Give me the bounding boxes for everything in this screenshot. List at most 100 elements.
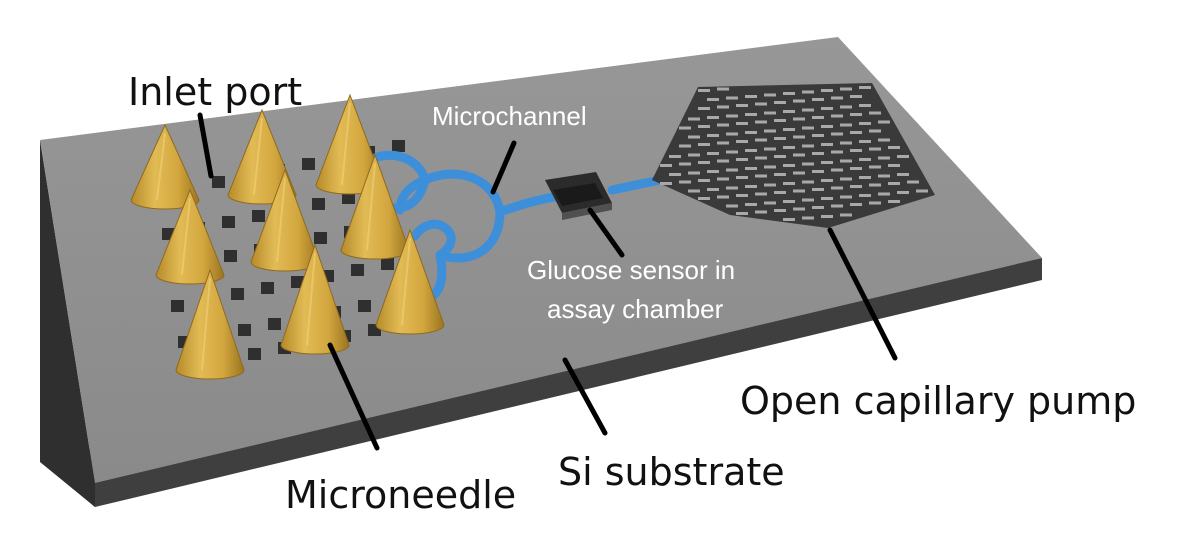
microchannel-to-pump <box>607 175 665 195</box>
pump-ridge <box>688 189 700 193</box>
microneedle <box>155 188 225 285</box>
pump-ridge <box>793 171 805 175</box>
pump-ridge <box>736 122 748 125</box>
leader-microchannel <box>490 140 517 195</box>
pump-ridge <box>736 176 748 179</box>
pump-ridge <box>812 116 824 119</box>
pump-ridge <box>679 162 691 166</box>
pump-ridge <box>821 179 833 182</box>
pump-ridge <box>821 89 833 92</box>
pump-ridge <box>821 107 833 110</box>
pump-ridge <box>869 111 881 115</box>
pump-ridge <box>831 132 843 136</box>
pump-ridge <box>793 189 805 193</box>
pump-ridge <box>726 186 738 190</box>
pump-ridge <box>745 203 757 206</box>
inlet-port <box>381 258 394 270</box>
pump-ridge <box>793 153 805 157</box>
pump-ridge <box>878 156 890 160</box>
pump-ridge <box>783 164 795 167</box>
pump-ridge <box>802 198 814 202</box>
pump-ridge <box>755 192 767 196</box>
pump-ridge <box>840 177 852 181</box>
pump-ridge <box>888 164 900 167</box>
pump-ridge <box>821 161 833 164</box>
leader-si-substrate <box>562 357 608 436</box>
pump-ridge <box>764 93 776 97</box>
pump-ridge <box>736 194 748 197</box>
leader-microneedle <box>327 342 380 451</box>
pump-ridge <box>859 194 871 197</box>
pump-ridge <box>850 185 862 188</box>
pump-ridge <box>802 126 814 130</box>
label-microchannel: Microchannel <box>432 101 587 131</box>
pump-ridge <box>812 134 824 137</box>
pump-ridge <box>698 89 710 92</box>
pump-ridge <box>707 134 719 137</box>
pump-ridge <box>774 137 786 140</box>
pump-ridge <box>916 189 928 193</box>
pump-ridge <box>897 173 909 176</box>
pump-ridge <box>850 113 862 116</box>
pump-ridge <box>897 191 909 194</box>
pump-ridge <box>774 101 786 104</box>
pump-ridge <box>774 191 786 194</box>
pump-ridge <box>783 110 795 113</box>
pump-ridge <box>802 108 814 112</box>
pump-ridge <box>707 152 719 155</box>
microneedle <box>280 243 350 355</box>
pump-ridge <box>812 170 824 173</box>
inlet-port <box>224 250 237 262</box>
pump-ridge <box>755 210 767 214</box>
inlet-port <box>248 348 261 360</box>
pump-ridge <box>764 201 776 205</box>
pump-ridge <box>840 141 852 145</box>
open-capillary-pump <box>652 83 935 228</box>
pump-ridge <box>840 195 852 199</box>
inlet-port <box>252 210 265 222</box>
pump-ridge <box>717 105 729 109</box>
leader-inlet-port <box>197 112 214 179</box>
pump-ridge <box>840 105 852 109</box>
microchannel-branch-3 <box>410 219 456 260</box>
pump-ridge <box>878 120 890 124</box>
pump-ridge <box>717 123 729 127</box>
pump-ridge <box>688 117 700 121</box>
pump-ridge <box>831 168 843 172</box>
pump-ridge <box>831 204 843 208</box>
pump-ridge <box>736 104 748 107</box>
pump-ridge <box>783 146 795 149</box>
pump-ridge <box>726 204 738 208</box>
pump-ridge <box>840 87 852 91</box>
pump-ridge <box>831 114 843 118</box>
microneedle <box>175 268 245 380</box>
pump-ridge <box>888 200 900 203</box>
pump-ridge <box>888 146 900 149</box>
pump-ridge <box>802 180 814 184</box>
pump-ridge <box>745 131 757 134</box>
pump-ridge <box>726 114 738 118</box>
pump-ridge <box>850 131 862 134</box>
pump-ridge <box>869 147 881 151</box>
pump-ridge <box>783 182 795 185</box>
pump-ridge <box>802 144 814 148</box>
microchannel-upper-arc <box>395 169 505 217</box>
pump-ridge <box>745 167 757 170</box>
pump-ridge <box>850 95 862 98</box>
pump-ridge <box>793 135 805 139</box>
pump-ridge <box>783 128 795 131</box>
pump-ridge <box>840 159 852 163</box>
inlet-port <box>231 288 244 300</box>
pump-ridge <box>869 129 881 133</box>
pump-ridge <box>745 95 757 98</box>
pump-ridge <box>755 156 767 160</box>
substrate-side-face <box>40 140 95 507</box>
pump-ridge <box>764 165 776 169</box>
pump-ridge <box>821 143 833 146</box>
pump-ridge <box>707 188 719 191</box>
pump-ridge <box>812 152 824 155</box>
pump-ridge <box>831 186 843 190</box>
inlet-port <box>222 216 235 228</box>
pump-ridge <box>859 140 871 143</box>
pump-ridge <box>707 98 719 101</box>
